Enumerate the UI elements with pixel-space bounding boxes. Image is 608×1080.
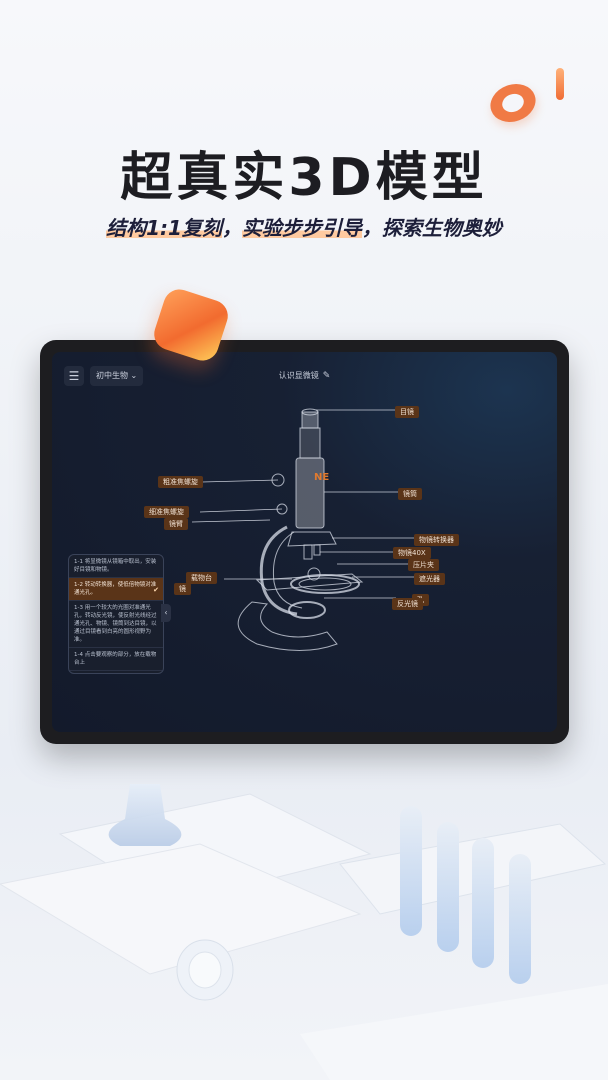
- tablet-frame: NE ☰ 初中生物 ⌄ 认识显微镜✎ 目镜 粗准焦螺旋 镜筒 细准焦螺旋 镜臂 …: [40, 340, 569, 744]
- label-stage-prefix[interactable]: 镜: [174, 583, 191, 595]
- grade-selector[interactable]: 初中生物 ⌄: [90, 366, 144, 386]
- headline: 超真实3D模型: [120, 148, 488, 208]
- label-mirror[interactable]: 反光镜: [392, 598, 423, 610]
- step-item-active[interactable]: 1-2 转动转换器，使低倍物镜对准通光孔。 ✔: [69, 578, 163, 601]
- subline-highlight-2: 实验步步引导: [241, 216, 362, 240]
- microscope-model: NE: [191, 408, 414, 651]
- label-eyepiece[interactable]: 目镜: [395, 406, 419, 418]
- step-text: 1-2 转动转换器，使低倍物镜对准通光孔。: [74, 582, 157, 596]
- label-tube[interactable]: 镜筒: [398, 488, 422, 500]
- menu-icon: ☰: [68, 369, 80, 383]
- pencil-icon[interactable]: ✎: [322, 371, 331, 381]
- step-item[interactable]: 1-1 将显微镜从镜箱中取出，安装好目镜和物镜。: [69, 555, 163, 578]
- model-badge: NE: [314, 472, 329, 483]
- checkmark-icon: ✔: [153, 586, 159, 594]
- label-fine-focus[interactable]: 细准焦螺旋: [144, 506, 189, 518]
- subline: 结构1:1复刻，实验步步引导，探索生物奥妙: [0, 212, 608, 241]
- grade-selector-label: 初中生物: [96, 371, 128, 380]
- label-coarse-focus[interactable]: 粗准焦螺旋: [158, 476, 203, 488]
- menu-button[interactable]: ☰: [64, 366, 84, 386]
- label-stage[interactable]: 载物台: [186, 572, 217, 584]
- page-title-text: 认识显微镜: [278, 371, 319, 380]
- chevron-left-icon: ‹: [164, 608, 168, 617]
- orange-stick-decoration: [556, 68, 564, 100]
- subline-highlight-1: 结构1:1复刻: [106, 216, 222, 240]
- subline-text-3: 探索生物奥妙: [381, 216, 502, 240]
- label-converter[interactable]: 物镜转换器: [414, 534, 459, 546]
- label-clip[interactable]: 压片夹: [408, 559, 439, 571]
- page-title: 认识显微镜✎: [52, 370, 557, 381]
- lab-equipment-background: [0, 784, 608, 1080]
- label-diaphragm[interactable]: 遮光器: [414, 573, 445, 585]
- step-item[interactable]: 1-3 用一个较大的光圈对准通光孔，转动反光镜，使反射光线经过通光孔、物镜、镜筒…: [69, 601, 163, 648]
- subline-sep-1: ，: [221, 216, 242, 240]
- label-objective[interactable]: 物镜40X: [393, 547, 431, 559]
- orange-ring-decoration: [485, 77, 541, 129]
- subline-sep-2: ，: [361, 216, 382, 240]
- step-item[interactable]: 1-4 点击要观察的部分，放在载物台上: [69, 648, 163, 671]
- chevron-down-icon: ⌄: [130, 371, 138, 380]
- collapse-panel-button[interactable]: ‹: [161, 604, 171, 622]
- experiment-steps-panel: 1-1 将显微镜从镜箱中取出，安装好目镜和物镜。 1-2 转动转换器，使低倍物镜…: [68, 554, 164, 674]
- app-screen: NE ☰ 初中生物 ⌄ 认识显微镜✎ 目镜 粗准焦螺旋 镜筒 细准焦螺旋 镜臂 …: [52, 352, 557, 732]
- label-arm[interactable]: 镜臂: [164, 518, 188, 530]
